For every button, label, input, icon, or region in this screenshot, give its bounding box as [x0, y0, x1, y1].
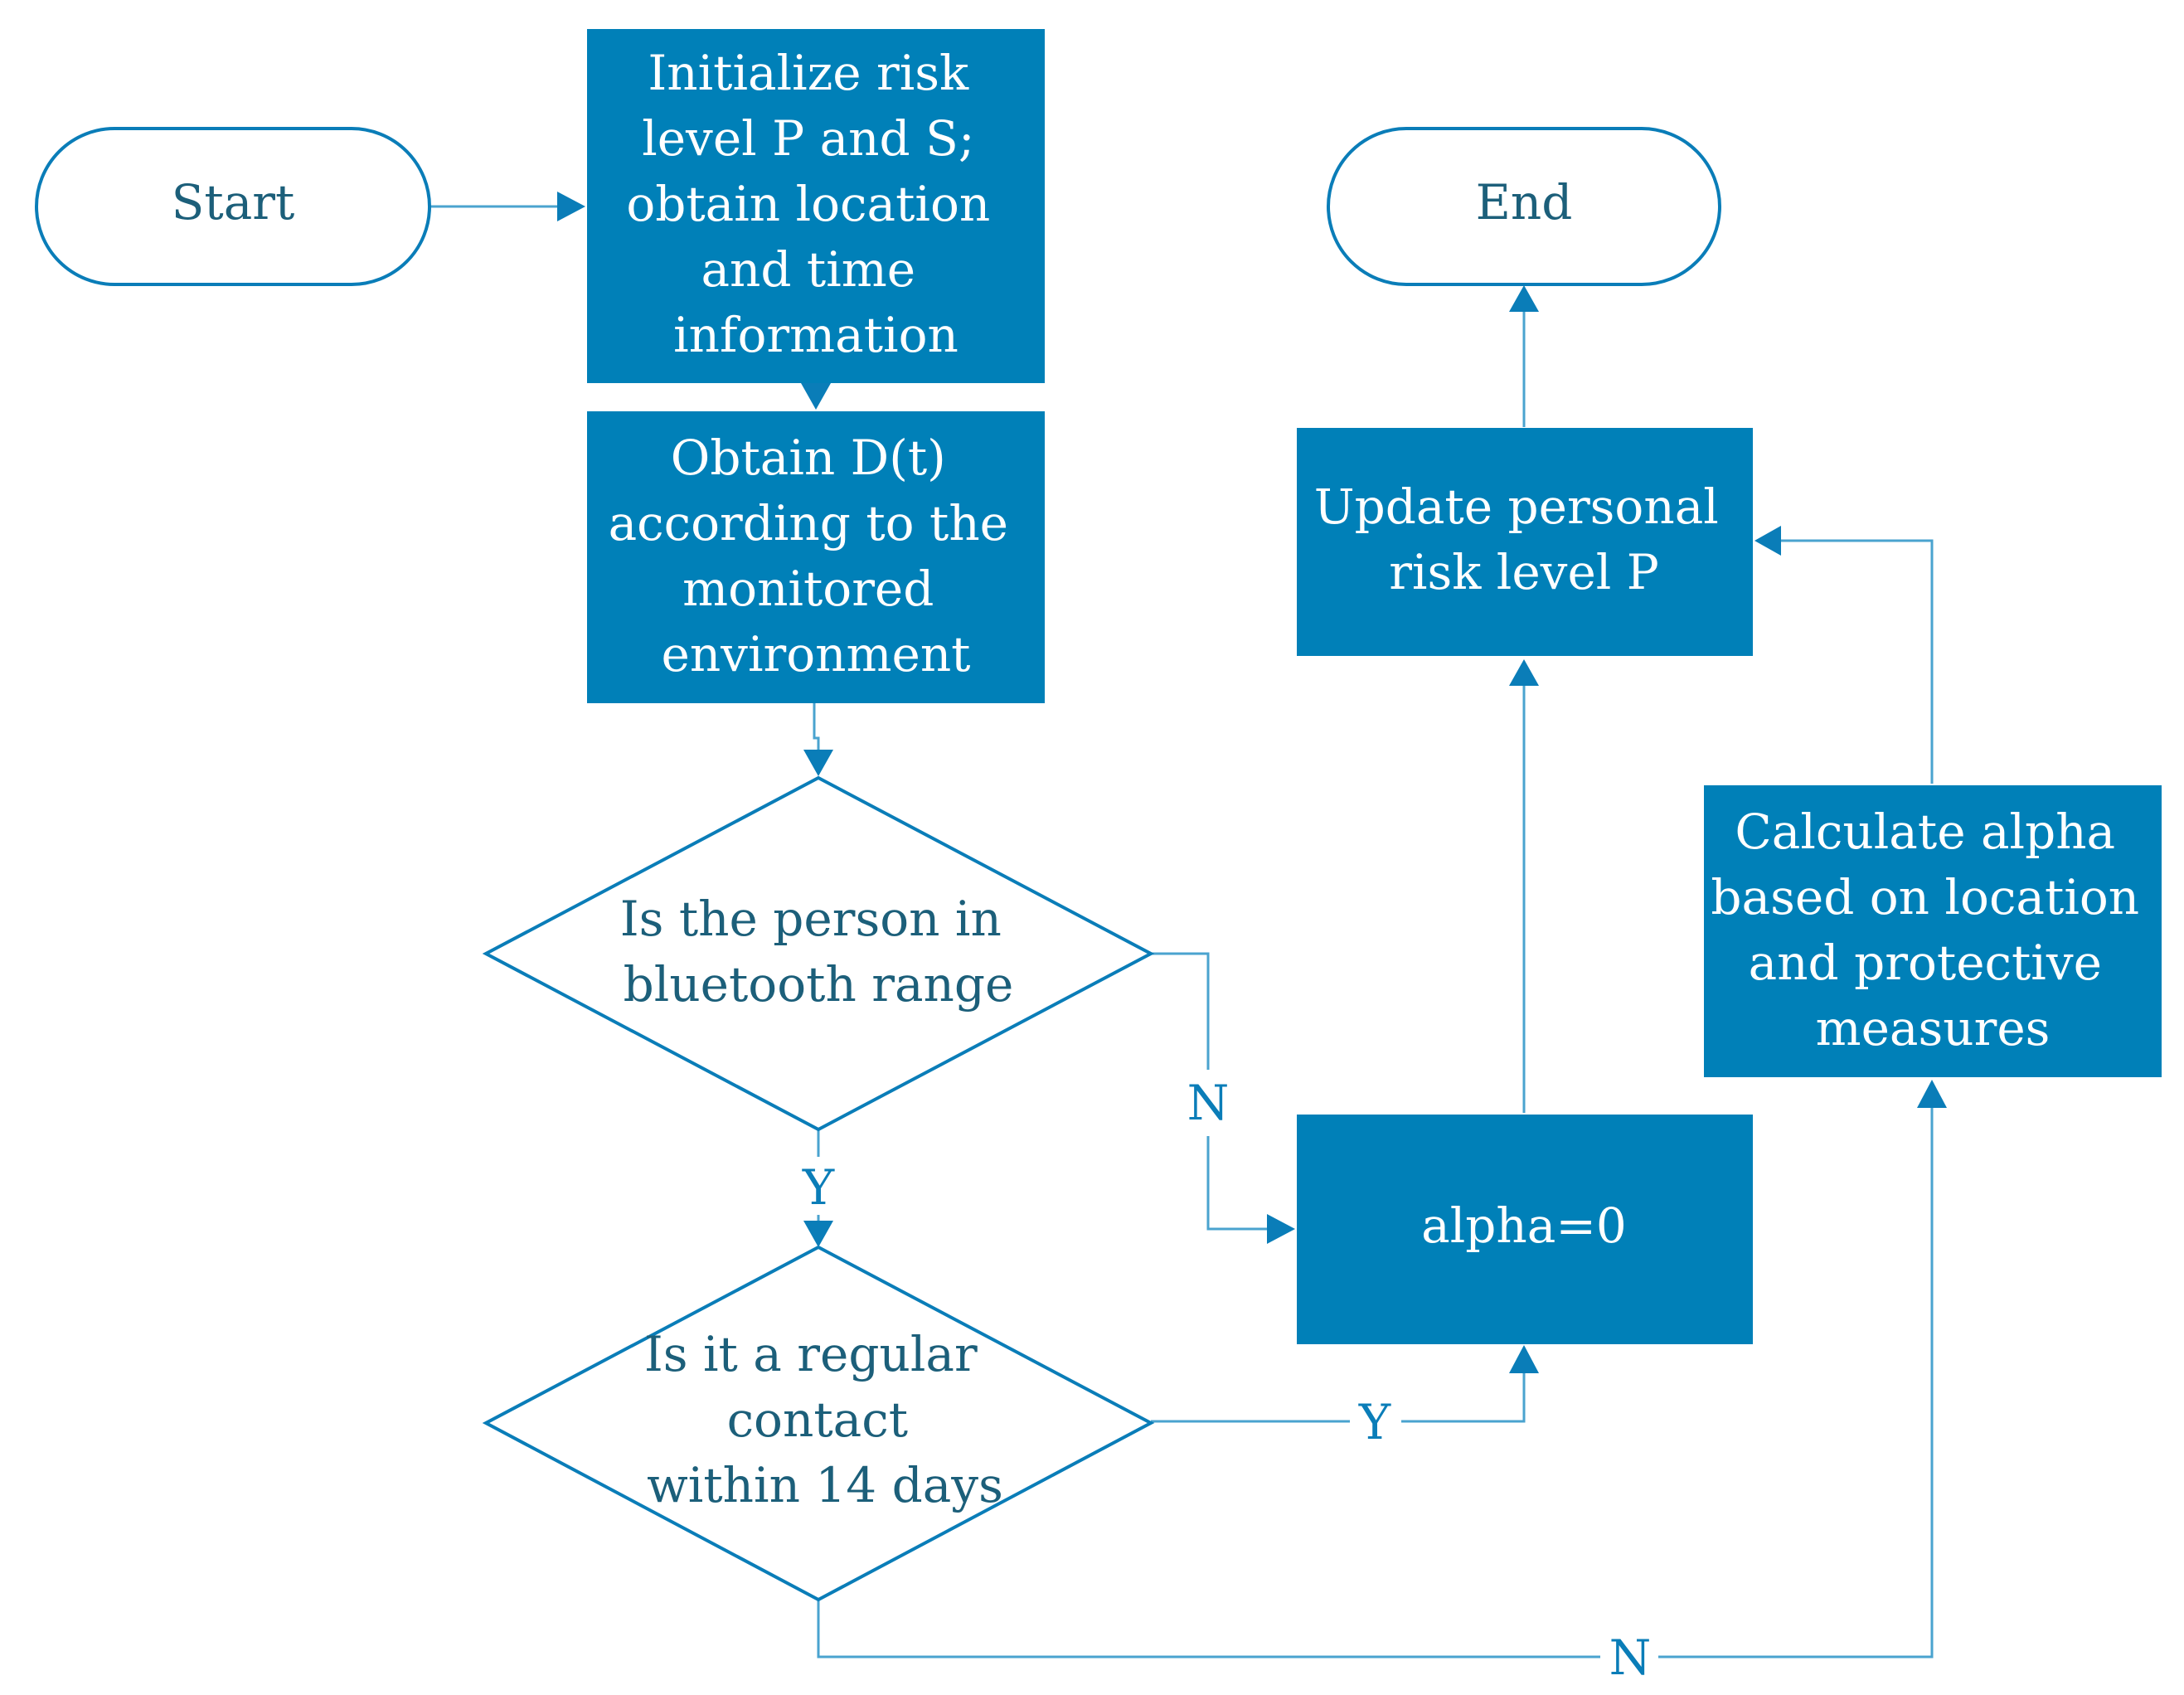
- end-terminal: End: [1327, 127, 1721, 286]
- obtain-label: Obtain D(t) according to the monitored e…: [609, 430, 1024, 682]
- edge-labels: N Y Y N: [802, 1075, 1652, 1686]
- arrowhead-calculate-bottom: [1917, 1080, 1947, 1108]
- arrowhead-update-bottom: [1509, 659, 1539, 686]
- arrowhead-update-right: [1754, 526, 1781, 556]
- decision-regular-shape: [482, 1245, 1155, 1602]
- edge-calculate-to-update: [1759, 539, 1934, 784]
- decision-regular-line: contact: [727, 1391, 908, 1448]
- end-label: End: [1476, 174, 1573, 231]
- edge-label-regular-yes: Y: [1358, 1394, 1391, 1450]
- obtain-line: environment: [662, 626, 971, 682]
- edge-regular-no-to-calculate: [817, 1600, 1600, 1659]
- edge-label-bluetooth-yes: Y: [802, 1159, 835, 1216]
- edge-bluetooth-no-to-alpha-2: [1206, 1136, 1274, 1231]
- arrowhead-obtain: [801, 383, 831, 410]
- arrowheads: [557, 192, 1947, 1373]
- obtain-line: according to the: [609, 495, 1008, 551]
- alpha-zero-box: [1297, 1115, 1753, 1344]
- calculate-line: measures: [1816, 1000, 2051, 1056]
- end-shape: [1327, 127, 1721, 286]
- update-label: Update personal risk level P: [1314, 478, 1735, 600]
- init-process: Initialize risk level P and S; obtain lo…: [587, 29, 1045, 383]
- alpha-zero-process: alpha=0: [1297, 1115, 1753, 1344]
- start-terminal: Start: [35, 127, 431, 286]
- init-line: and time: [701, 241, 915, 298]
- calculate-label: Calculate alpha based on location and pr…: [1711, 804, 2154, 1056]
- decision-regular-line: within 14 days: [647, 1457, 1003, 1513]
- edge-bluetooth-no-to-alpha: [1151, 952, 1210, 1070]
- arrowhead-alpha-left: [1267, 1214, 1295, 1244]
- decision-regular: Is it a regular contact within 14 days: [482, 1245, 1155, 1602]
- decision-regular-line: Is it a regular: [644, 1326, 978, 1382]
- obtain-box: [587, 411, 1045, 703]
- start-label: Start: [172, 174, 295, 231]
- obtain-line: monitored: [682, 561, 934, 617]
- obtain-line: Obtain D(t): [671, 430, 946, 486]
- calculate-line: based on location: [1711, 869, 2139, 925]
- arrowhead-end-bottom: [1509, 285, 1539, 312]
- update-box: [1297, 428, 1753, 656]
- decision-bluetooth-shape: [482, 775, 1155, 1132]
- init-line: information: [673, 307, 959, 363]
- calculate-line: and protective: [1749, 935, 2102, 991]
- decision-regular-label: Is it a regular contact within 14 days: [644, 1326, 1003, 1513]
- calculate-process: Calculate alpha based on location and pr…: [1704, 785, 2162, 1077]
- init-box: [587, 29, 1045, 383]
- connectors: [430, 205, 1934, 1659]
- decision-bluetooth-line: Is the person in: [620, 891, 1002, 947]
- edge-regular-yes-to-alpha-2: [1401, 1358, 1526, 1423]
- calculate-box: [1704, 785, 2162, 1077]
- start-shape: [35, 127, 431, 286]
- edge-label-bluetooth-no: N: [1187, 1075, 1230, 1131]
- init-line: Initialize risk: [648, 45, 969, 101]
- arrowhead-bluetooth: [803, 750, 833, 776]
- update-process: Update personal risk level P: [1297, 428, 1753, 656]
- decision-bluetooth-label: Is the person in bluetooth range: [620, 891, 1017, 1013]
- calculate-line: Calculate alpha: [1735, 804, 2115, 860]
- obtain-process: Obtain D(t) according to the monitored e…: [587, 411, 1045, 703]
- arrowhead-regular: [803, 1221, 833, 1247]
- decision-bluetooth: Is the person in bluetooth range: [482, 775, 1155, 1132]
- edge-label-regular-no: N: [1609, 1629, 1652, 1686]
- update-line: risk level P: [1389, 544, 1659, 600]
- alpha-zero-label: alpha=0: [1421, 1197, 1627, 1254]
- arrowhead-init: [557, 192, 585, 221]
- arrowhead-alpha-bottom: [1509, 1345, 1539, 1373]
- decision-bluetooth-line: bluetooth range: [624, 956, 1014, 1013]
- init-label: Initialize risk level P and S; obtain lo…: [626, 45, 1005, 363]
- edge-regular-no-to-calculate-2: [1658, 1093, 1934, 1659]
- edge-obtain-to-bluetooth: [813, 703, 820, 755]
- init-line: obtain location: [626, 176, 990, 232]
- init-line: level P and S;: [642, 110, 974, 167]
- update-line: Update personal: [1314, 478, 1719, 535]
